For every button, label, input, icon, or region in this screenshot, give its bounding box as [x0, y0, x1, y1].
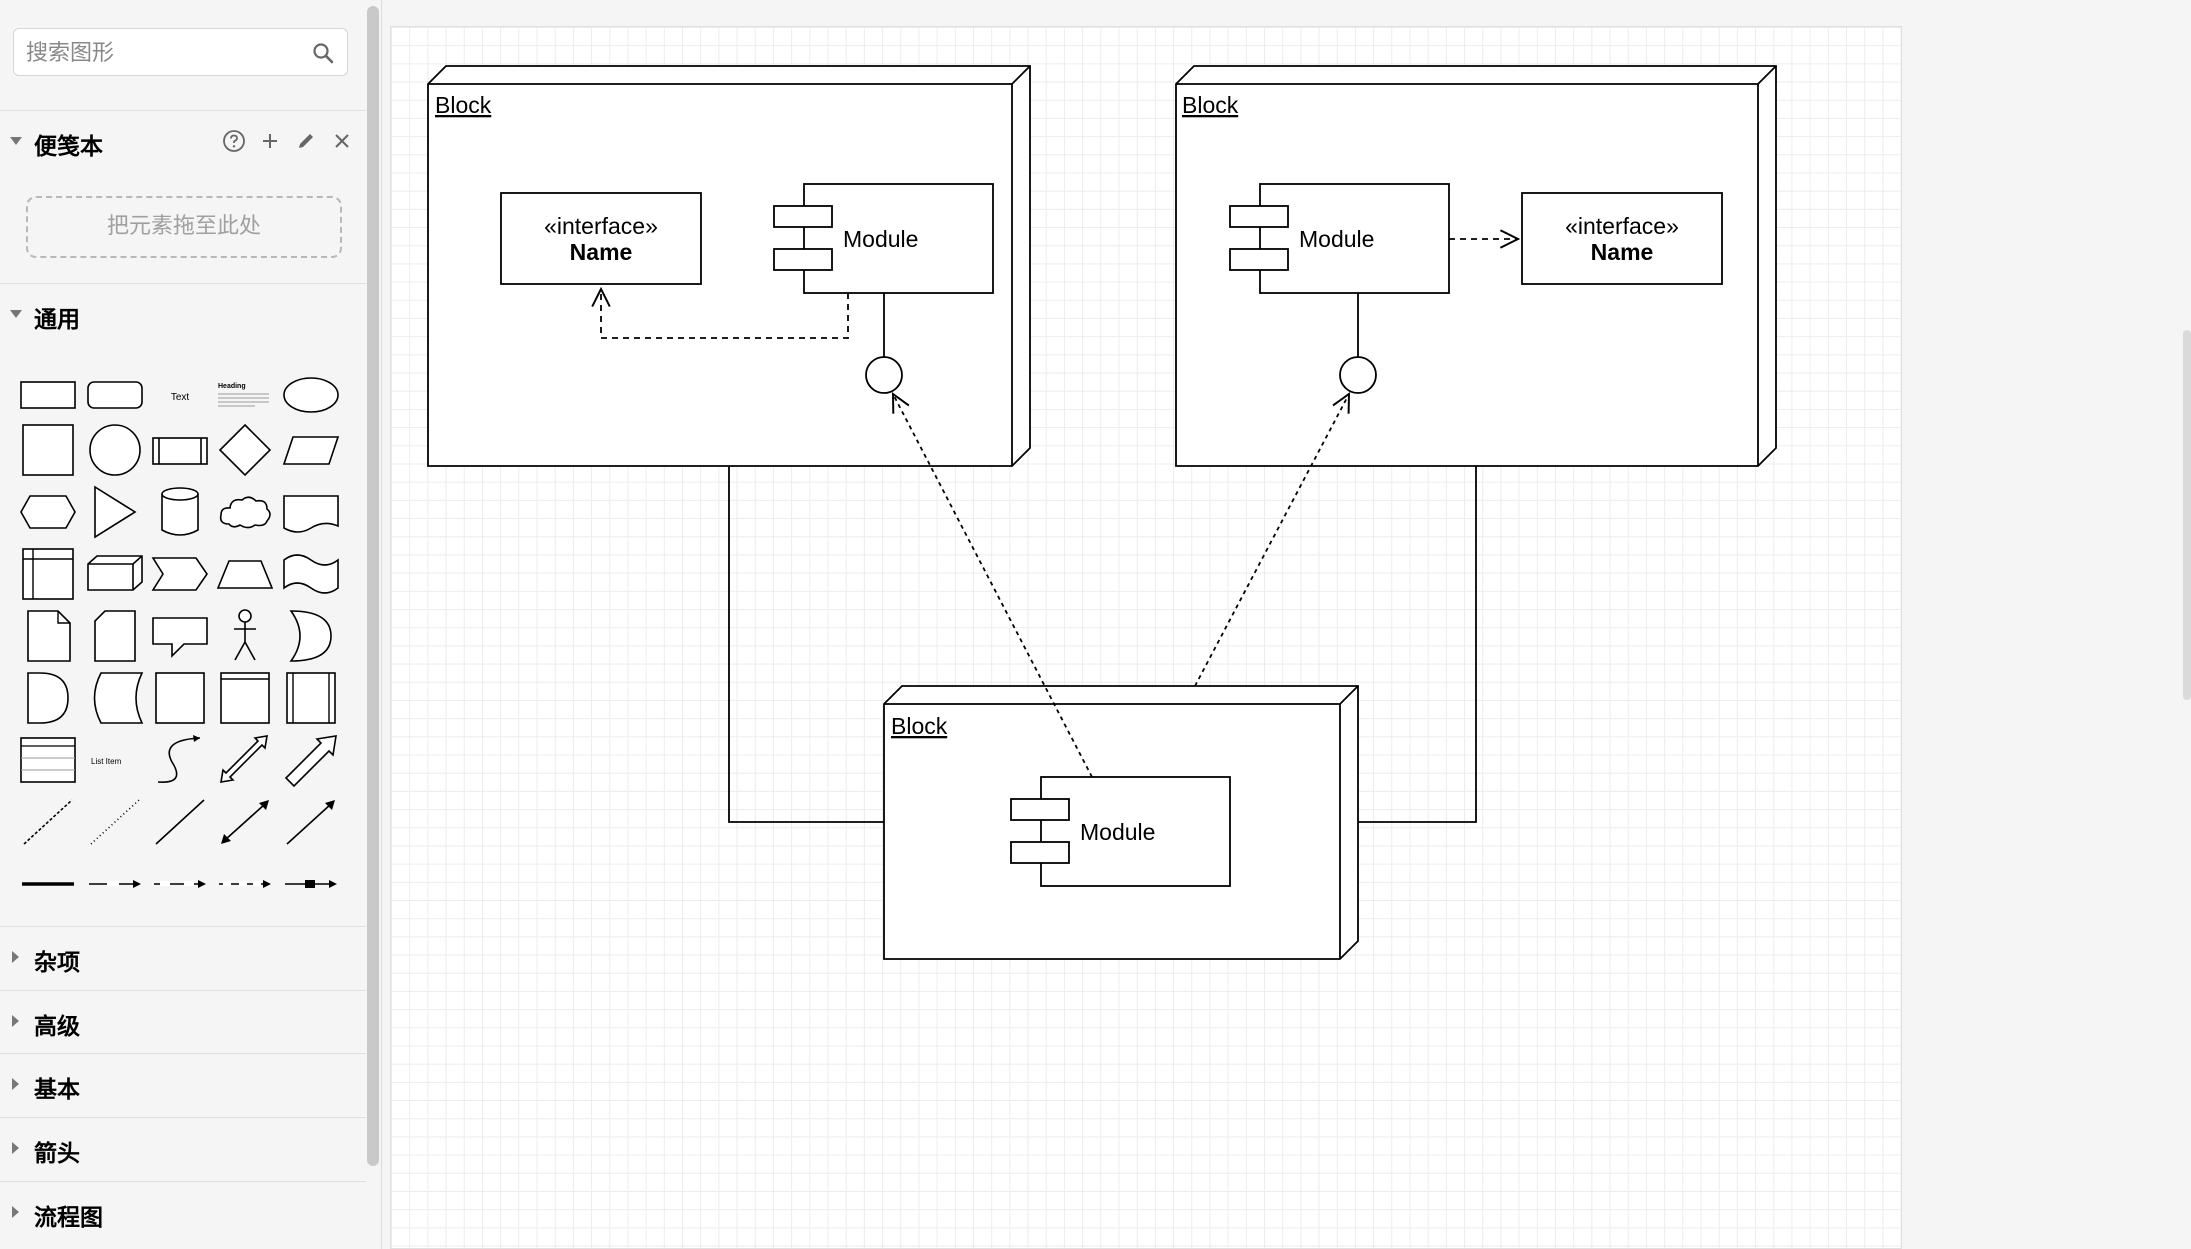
add-icon[interactable] [258, 129, 282, 153]
shape-note[interactable] [18, 608, 78, 664]
module-bottom[interactable] [1010, 776, 1231, 887]
link-left-to-bottom[interactable] [728, 466, 884, 823]
general-section-title: 通用 [34, 307, 80, 333]
shape-text-label: Text [171, 392, 190, 403]
shape-curve[interactable] [150, 732, 210, 788]
collapse-arrow-icon [10, 310, 22, 318]
section-basic[interactable]: 基本 [0, 1053, 366, 1115]
general-section-header[interactable]: 通用 [0, 283, 366, 345]
shape-card[interactable] [85, 608, 145, 664]
shape-list[interactable] [18, 732, 78, 788]
shape-data-storage[interactable] [85, 670, 145, 726]
section-misc[interactable]: 杂项 [0, 926, 366, 988]
shape-tape[interactable] [281, 546, 341, 602]
section-basic-title: 基本 [34, 1077, 80, 1103]
expand-arrow-icon [12, 1078, 19, 1090]
usage-bottom-to-top-right[interactable] [1194, 394, 1349, 687]
search-box[interactable] [13, 28, 348, 76]
shape-link-thick[interactable] [18, 856, 78, 912]
shape-cylinder[interactable] [150, 484, 210, 540]
shape-connector-three-labels[interactable] [215, 856, 275, 912]
scratchpad-header[interactable]: 便笺本 [0, 110, 366, 172]
sidebar-scrollbar[interactable] [367, 6, 379, 1166]
dependency-module-to-interface-top-left[interactable] [601, 289, 849, 339]
help-icon[interactable] [222, 129, 246, 153]
shape-directional-connector[interactable] [281, 794, 341, 850]
search-icon[interactable] [311, 41, 335, 65]
module-top-right[interactable] [1229, 183, 1450, 294]
shape-sidebar: 便笺本 把元素拖至此处 通用 [0, 0, 382, 1249]
shape-container[interactable] [150, 670, 210, 726]
shape-arrow[interactable] [281, 732, 341, 788]
section-misc-title: 杂项 [34, 950, 80, 976]
close-icon[interactable] [330, 129, 354, 153]
collapse-arrow-icon [10, 137, 22, 145]
shape-bidirectional-connector[interactable] [215, 794, 275, 850]
link-right-to-bottom[interactable] [1358, 466, 1477, 823]
section-advanced-title: 高级 [34, 1014, 80, 1040]
shape-diamond[interactable] [215, 422, 275, 478]
general-shapes-palette: Text Heading List Item [0, 350, 366, 910]
shape-rectangle[interactable] [18, 366, 78, 422]
section-arrows[interactable]: 箭头 [0, 1117, 366, 1179]
shape-swimlane[interactable] [215, 670, 275, 726]
interface-top-right[interactable] [1521, 192, 1723, 285]
section-flowchart-title: 流程图 [34, 1205, 103, 1231]
shape-list-item-label: List Item [91, 757, 122, 766]
shape-delay[interactable] [18, 670, 78, 726]
interface-top-left[interactable] [500, 192, 702, 285]
section-arrows-title: 箭头 [34, 1141, 80, 1167]
shape-heading-label: Heading [218, 383, 246, 390]
shape-step[interactable] [150, 546, 210, 602]
expand-arrow-icon [12, 1206, 19, 1218]
shape-dashed-line[interactable] [18, 794, 78, 850]
shape-bidirectional-arrow[interactable] [215, 732, 275, 788]
shape-or[interactable] [281, 608, 341, 664]
search-input[interactable] [24, 37, 308, 69]
shape-cube[interactable] [85, 546, 145, 602]
shape-ellipse[interactable] [281, 366, 341, 422]
expand-arrow-icon [12, 1015, 19, 1027]
shape-dotted-line[interactable] [85, 794, 145, 850]
shape-triangle[interactable] [85, 484, 145, 540]
shape-list-item[interactable]: List Item [85, 732, 145, 788]
block-top-right[interactable] [1175, 65, 1777, 467]
shape-parallelogram[interactable] [281, 422, 341, 478]
shape-callout[interactable] [150, 608, 210, 664]
shape-cloud[interactable] [215, 484, 275, 540]
shape-process[interactable] [150, 422, 210, 478]
shape-connector-label[interactable] [85, 856, 145, 912]
edit-pencil-icon[interactable] [294, 129, 318, 153]
module-top-left[interactable] [773, 183, 994, 294]
shape-document[interactable] [281, 484, 341, 540]
shape-actor[interactable] [215, 608, 275, 664]
shape-hexagon[interactable] [18, 484, 78, 540]
shape-vertical-container[interactable] [281, 670, 341, 726]
shape-connector-two-labels[interactable] [150, 856, 210, 912]
shape-trapezoid[interactable] [215, 546, 275, 602]
shape-internal-storage[interactable] [18, 546, 78, 602]
section-advanced[interactable]: 高级 [0, 990, 366, 1052]
shape-line[interactable] [150, 794, 210, 850]
shape-square[interactable] [18, 422, 78, 478]
shape-text[interactable]: Text [150, 366, 210, 422]
expand-arrow-icon [12, 951, 19, 963]
shape-rounded-rectangle[interactable] [85, 366, 145, 422]
shape-textbox-heading[interactable]: Heading [215, 366, 275, 422]
format-panel-toggle[interactable] [2183, 330, 2191, 700]
provided-interface-lollipop-right[interactable] [1339, 356, 1377, 394]
section-flowchart[interactable]: 流程图 [0, 1181, 366, 1243]
shape-connector-symbol[interactable] [281, 856, 341, 912]
scratchpad-title: 便笺本 [34, 134, 103, 160]
expand-arrow-icon [12, 1142, 19, 1154]
shape-circle[interactable] [85, 422, 145, 478]
provided-interface-lollipop[interactable] [865, 356, 903, 394]
scratchpad-dropzone[interactable]: 把元素拖至此处 [26, 196, 342, 258]
